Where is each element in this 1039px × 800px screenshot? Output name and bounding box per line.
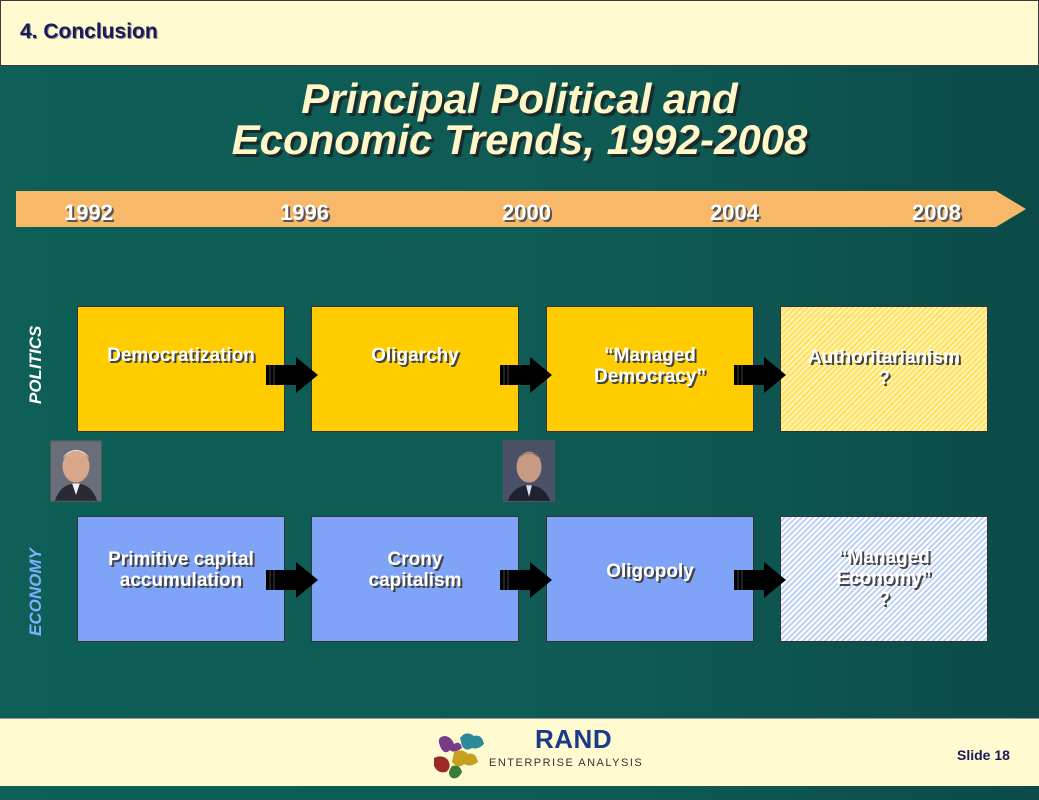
box-label: Authoritarianism ? bbox=[807, 347, 961, 389]
slide-number: Slide 18 bbox=[957, 747, 1010, 763]
year-label: 2008 bbox=[912, 200, 961, 225]
row-label-politics: POLITICS bbox=[26, 325, 45, 404]
year-label: 2004 bbox=[710, 200, 759, 225]
box-label: Democratization bbox=[107, 345, 255, 366]
title-line-1: Principal Political and bbox=[301, 75, 738, 122]
arrow-right-icon bbox=[266, 562, 318, 598]
arrow-right-icon bbox=[734, 562, 786, 598]
box-label: Oligopoly bbox=[606, 561, 694, 582]
box-label: “Managed Democracy” bbox=[594, 345, 706, 387]
portrait-photo-1 bbox=[50, 440, 102, 502]
rand-logo-subtitle: ENTERPRISE ANALYSIS bbox=[489, 757, 644, 769]
rand-logo-icon bbox=[434, 733, 484, 779]
timeline-arrow bbox=[16, 191, 1026, 227]
year-label: 1992 bbox=[64, 200, 113, 225]
economy-box-oligopoly: Oligopoly bbox=[546, 516, 754, 642]
economy-box-primitive-capital: Primitive capital accumulation bbox=[77, 516, 285, 642]
box-label: Primitive capital accumulation bbox=[108, 549, 254, 591]
section-title: 4. Conclusion bbox=[20, 20, 158, 43]
box-label: Crony capitalism bbox=[368, 549, 462, 591]
politics-box-managed-democracy: “Managed Democracy” bbox=[546, 306, 754, 432]
arrow-right-icon bbox=[500, 562, 552, 598]
title-line-2: Economic Trends, 1992-2008 bbox=[231, 116, 808, 163]
header-bar bbox=[0, 0, 1039, 66]
politics-box-authoritarianism: Authoritarianism ? bbox=[780, 306, 988, 432]
year-label: 2000 bbox=[502, 200, 551, 225]
year-label: 1996 bbox=[280, 200, 329, 225]
arrow-right-icon bbox=[266, 357, 318, 393]
arrow-right-icon bbox=[500, 357, 552, 393]
arrow-right-icon bbox=[734, 357, 786, 393]
economy-box-managed-economy: “Managed Economy” ? bbox=[780, 516, 988, 642]
portrait-photo-2 bbox=[503, 440, 555, 502]
slide-title: Principal Political and Economic Trends,… bbox=[0, 75, 1039, 163]
box-label: “Managed Economy” ? bbox=[836, 547, 932, 610]
rand-logo-text: RAND bbox=[535, 724, 613, 754]
politics-box-oligarchy: Oligarchy bbox=[311, 306, 519, 432]
footer-bar bbox=[0, 718, 1039, 786]
economy-box-crony-capitalism: Crony capitalism bbox=[311, 516, 519, 642]
box-label: Oligarchy bbox=[371, 345, 459, 366]
politics-box-democratization: Democratization bbox=[77, 306, 285, 432]
row-label-economy: ECONOMY bbox=[26, 548, 45, 636]
